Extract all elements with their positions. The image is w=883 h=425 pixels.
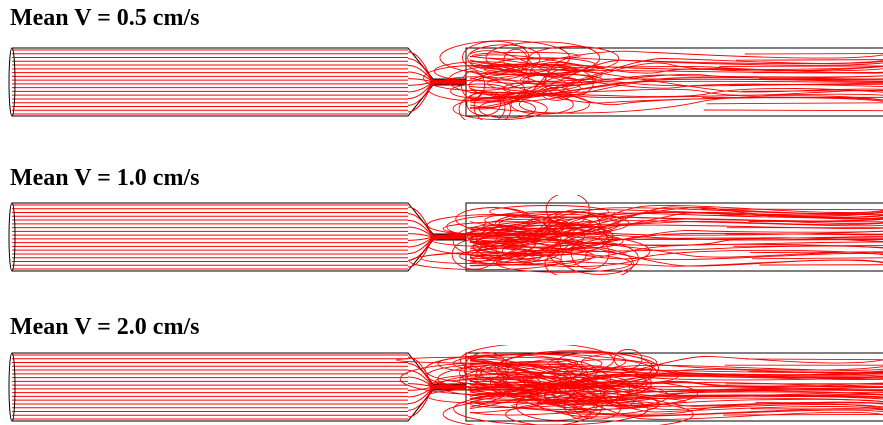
outflow-streamline xyxy=(754,396,883,397)
outflow-streamline xyxy=(727,240,883,241)
inlet-outline xyxy=(12,48,465,116)
inlet-end-cap xyxy=(9,48,15,116)
outflow-streamline xyxy=(752,258,883,259)
inlet-tube xyxy=(9,203,465,271)
streamline-panel-2 xyxy=(0,195,883,275)
outlet-chamber xyxy=(424,41,883,120)
outlet-chamber xyxy=(410,195,883,275)
streamline-panel-1 xyxy=(0,40,883,120)
outlet-chamber xyxy=(396,345,883,425)
inlet-tube xyxy=(9,353,465,421)
nozzle-streamline xyxy=(408,357,466,385)
outflow-streamline xyxy=(707,103,883,104)
inlet-end-cap xyxy=(9,353,15,421)
inlet-tube xyxy=(9,48,465,116)
inlet-outline xyxy=(12,353,465,421)
panel-title-2: Mean V = 1.0 cm/s xyxy=(10,164,199,192)
nozzle-streamline xyxy=(408,239,466,261)
nozzle-streamline xyxy=(408,207,466,235)
outflow-streamline xyxy=(755,403,883,404)
panel-title-1: Mean V = 0.5 cm/s xyxy=(10,4,199,32)
inlet-outline xyxy=(12,203,465,271)
outflow-streamline xyxy=(736,60,883,61)
panel-title-3: Mean V = 2.0 cm/s xyxy=(10,313,199,341)
outflow-streamline xyxy=(746,359,883,360)
outflow-streamline xyxy=(704,110,883,111)
inlet-end-cap xyxy=(9,203,15,271)
outflow-streamline xyxy=(723,414,883,415)
streamline-panel-3 xyxy=(0,345,883,425)
